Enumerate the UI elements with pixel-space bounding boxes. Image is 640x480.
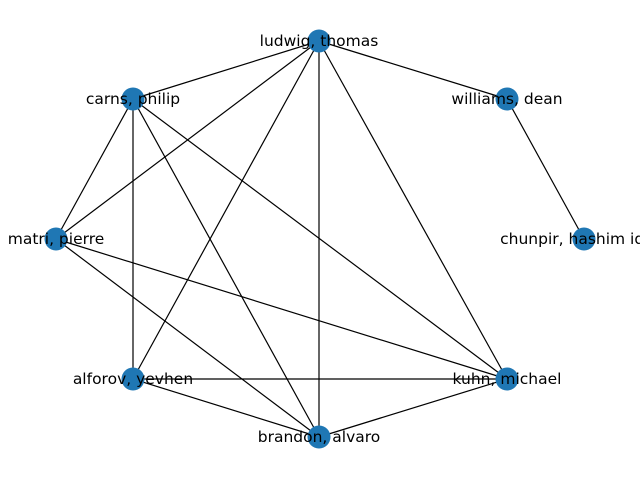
- edge-carns-brandon: [132, 98, 320, 438]
- edge-ludwig-carns: [132, 40, 320, 100]
- edge-matri-brandon: [55, 238, 320, 438]
- node-label-matri: matri, pierre: [8, 230, 105, 248]
- node-label-ludwig: ludwig, thomas: [260, 32, 379, 50]
- node-kuhn[interactable]: [495, 367, 519, 391]
- edge-williams-chunpir: [506, 98, 585, 240]
- edge-alforov-brandon: [132, 378, 320, 438]
- edge-ludwig-kuhn: [318, 40, 508, 380]
- node-chunpir[interactable]: [572, 227, 596, 251]
- edge-carns-matri: [55, 98, 134, 240]
- node-matri[interactable]: [44, 227, 68, 251]
- node-ludwig[interactable]: [307, 29, 331, 53]
- node-label-chunpir: chunpir, hashim iqbal: [500, 230, 640, 248]
- edge-ludwig-alforov: [132, 40, 320, 380]
- node-carns[interactable]: [121, 87, 145, 111]
- edges-layer: [55, 40, 585, 438]
- labels-layer: ludwig, thomas williams, dean chunpir, has…: [8, 32, 640, 446]
- node-label-brandon: brandon, alvaro: [258, 428, 381, 446]
- node-alforov[interactable]: [121, 367, 145, 391]
- node-williams[interactable]: [495, 87, 519, 111]
- nodes-layer: [44, 29, 596, 449]
- edge-matri-kuhn: [55, 238, 508, 380]
- node-brandon[interactable]: [307, 425, 331, 449]
- edge-kuhn-brandon: [318, 378, 508, 438]
- node-label-kuhn: kuhn, michael: [453, 370, 562, 388]
- node-label-carns: carns, philip: [86, 90, 180, 108]
- edge-ludwig-williams: [318, 40, 508, 100]
- node-label-alforov: alforov, yevhen: [73, 370, 193, 388]
- node-label-williams: williams, dean: [451, 90, 562, 108]
- edge-carns-kuhn: [132, 98, 508, 380]
